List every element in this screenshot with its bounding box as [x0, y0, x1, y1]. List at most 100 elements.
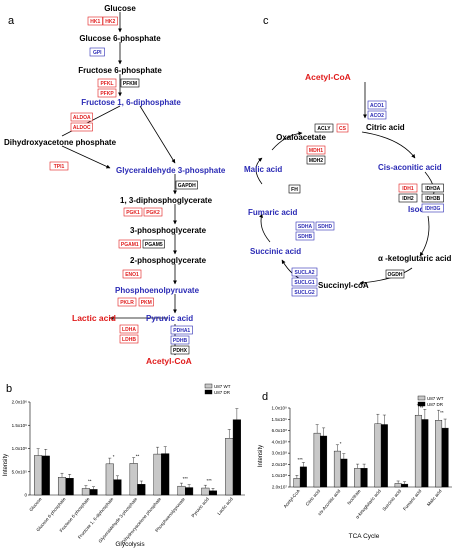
panel-a-label: a: [8, 15, 15, 27]
enzyme-ldhb: LDHB: [119, 334, 139, 344]
y-tick-label: 5.0x10⁵: [12, 469, 28, 474]
bar-u87-wt-glucose-6-phosphate: [57, 477, 67, 496]
bar-u87-wt-malic-acid: [435, 420, 443, 488]
enzyme-sucla2: SUCLA2: [291, 267, 318, 277]
bar-u87-dr-glucose-6-phosphate: [65, 478, 74, 496]
svg-text:TPI1: TPI1: [54, 164, 65, 170]
panel-d-ylabel: Intensity: [258, 445, 264, 467]
bar-u87-dr-isocitrate: [360, 468, 368, 488]
bar-u87-dr-acetyl-coa: [299, 466, 307, 488]
y-tick-label: 6.0x10⁸: [272, 428, 288, 433]
met-citric-acid: Citric acid: [366, 123, 405, 132]
y-tick-label: 1.0x10⁹: [272, 406, 288, 411]
panel-b-ylabel: Intensity: [3, 454, 9, 476]
enzyme-eno1: ENO1: [122, 269, 142, 279]
svg-text:PFKL: PFKL: [100, 81, 113, 87]
enzyme-ogdh: OGDH: [385, 269, 405, 279]
enzyme-pgk2: PGK2: [143, 207, 163, 217]
legend-swatch: [417, 401, 426, 407]
enzyme-fh: FH: [288, 184, 301, 194]
svg-text:PGAM1: PGAM1: [121, 242, 139, 248]
significance-mark: **: [440, 410, 444, 415]
significance-mark: ***: [183, 476, 189, 481]
tca-bar-chart: 2.0x10⁷1.0x10⁸2.0x10⁸3.0x10⁸4.0x10⁸6.0x1…: [272, 395, 452, 520]
met-cis-aconitic-acid: Cis-aconitic acid: [378, 163, 442, 172]
svg-text:IDH3G: IDH3G: [425, 206, 440, 212]
y-tick-label: 1.5x10⁹: [272, 417, 288, 422]
enzyme-cs: CS: [336, 123, 349, 133]
svg-text:PDHA1: PDHA1: [173, 328, 190, 334]
met-oxaloacetate: Oxaloacetate: [276, 133, 326, 142]
x-tick-label-lactic-acid: Lactic acid: [216, 496, 234, 516]
x-tick-label-malic-acid: Malic acid: [426, 488, 443, 507]
bar-u87-dr-succinic-acid: [401, 483, 409, 488]
tca-acetyl-coa: Acetyl-CoA: [305, 72, 351, 82]
x-tick-label-glucose: Glucose: [28, 496, 43, 512]
svg-text:IDH3A: IDH3A: [425, 186, 440, 192]
panel-d: d Intensity TCA Cycle 2.0x10⁷1.0x10⁸2.0x…: [258, 391, 452, 540]
met-pyruvic-acid: Pyruvic acid: [146, 314, 193, 323]
y-tick-label: 2.0x10⁶: [12, 400, 28, 405]
bar-u87-wt-glucose: [34, 455, 43, 496]
met-dihydroxyacetone-phosphate: Dihydroxyacetone phosphate: [4, 138, 117, 147]
x-tick-label-citric-acid: Citric acid: [305, 488, 322, 507]
svg-text:FH: FH: [291, 187, 298, 193]
x-tick-label-succinic-acid: Succinic acid: [381, 488, 402, 512]
panel-d-label: d: [262, 391, 268, 403]
enzyme-aco2: ACO2: [367, 110, 387, 120]
bar-u87-dr-fructose-6-phosphate: [89, 489, 98, 496]
bar-u87-dr-phosphoenolpyruvate: [185, 487, 194, 496]
bar-u87-dr-dihydroxyacetone-phosphate: [161, 453, 170, 496]
enzyme-idh3b: IDH3B: [421, 193, 444, 203]
enzyme-sdhd: SDHD: [315, 221, 335, 231]
bar-u87-dr-pyruvic-acid: [208, 490, 218, 496]
svg-text:LDHA: LDHA: [122, 327, 136, 333]
legend-label: U87 DR: [214, 390, 231, 395]
met-fumaric-acid: Fumaric acid: [248, 208, 297, 217]
enzyme-idh3a: IDH3A: [421, 183, 444, 193]
bar-u87-dr-glucose: [41, 455, 50, 496]
significance-mark: ***: [207, 478, 213, 483]
y-tick-label: 2.0x10⁸: [272, 462, 288, 467]
glycolysis-bar-chart: 05.0x10⁵1.0x10⁶1.5x10⁶2.0x10⁶GlucoseGluc…: [12, 383, 245, 544]
legend-label: U87 WT: [214, 384, 231, 389]
met-acetyl-coa: Acetyl-CoA: [146, 356, 192, 366]
enzyme-aco1: ACO1: [367, 100, 387, 110]
met-succinyl-coa: Succinyl-coA: [318, 281, 369, 290]
enzyme-ldha: LDHA: [119, 324, 139, 334]
svg-text:SDHA: SDHA: [298, 224, 313, 230]
enzyme-suclg2: SUCLG2: [291, 287, 318, 297]
bar-u87-wt-fructose-1-6-diphosphate: [105, 463, 114, 496]
svg-text:PDHX: PDHX: [173, 348, 188, 354]
bar-u87-wt-citric-acid: [313, 432, 321, 488]
met-glyceraldehyde-3-phosphate: Glyceraldehyde 3-phosphate: [116, 166, 226, 175]
enzyme-pklr: PKLR: [117, 297, 137, 307]
svg-text:CS: CS: [339, 126, 347, 132]
enzyme-pfkp: PFKP: [97, 88, 117, 98]
svg-text:OGDH: OGDH: [388, 272, 403, 278]
bar-u87-wt-ketoglutaric-acid: [374, 423, 382, 488]
bar-u87-wt-pyruvic-acid: [201, 487, 210, 496]
enzyme-pfkl: PFKL: [97, 78, 117, 88]
met-fructose-6-phosphate: Fructose 6-phosphate: [78, 66, 162, 75]
panel-c-label: c: [263, 15, 269, 27]
y-tick-label: 4.0x10⁸: [272, 439, 288, 444]
bar-u87-dr-glyceraldehyde-3-phosphate: [137, 484, 146, 496]
bar-u87-dr-fructose-1-6-diphosphate: [113, 479, 122, 496]
enzyme-idh3g: IDH3G: [421, 203, 444, 213]
enzyme-aldoc: ALDOC: [70, 122, 93, 132]
enzyme-pgk1: PGK1: [123, 207, 143, 217]
met-1-3-diphosphoglycerate: 1, 3-diphosphoglycerate: [120, 196, 213, 205]
enzyme-pfkm: PFKM: [120, 78, 140, 88]
bar-u87-dr-cis-aconitic-acid: [340, 458, 348, 488]
svg-text:SUCLG2: SUCLG2: [294, 290, 315, 296]
svg-text:PGK1: PGK1: [126, 210, 140, 216]
svg-text:MDH2: MDH2: [309, 158, 323, 164]
y-tick-label: 0: [24, 493, 27, 498]
svg-text:PKM: PKM: [141, 300, 152, 306]
bar-u87-dr-malic-acid: [441, 427, 449, 488]
met-2-phosphoglycerate: 2-phosphoglycerate: [130, 256, 207, 265]
x-tick-label-acetyl-coa: Acetyl-CoA: [283, 488, 301, 508]
